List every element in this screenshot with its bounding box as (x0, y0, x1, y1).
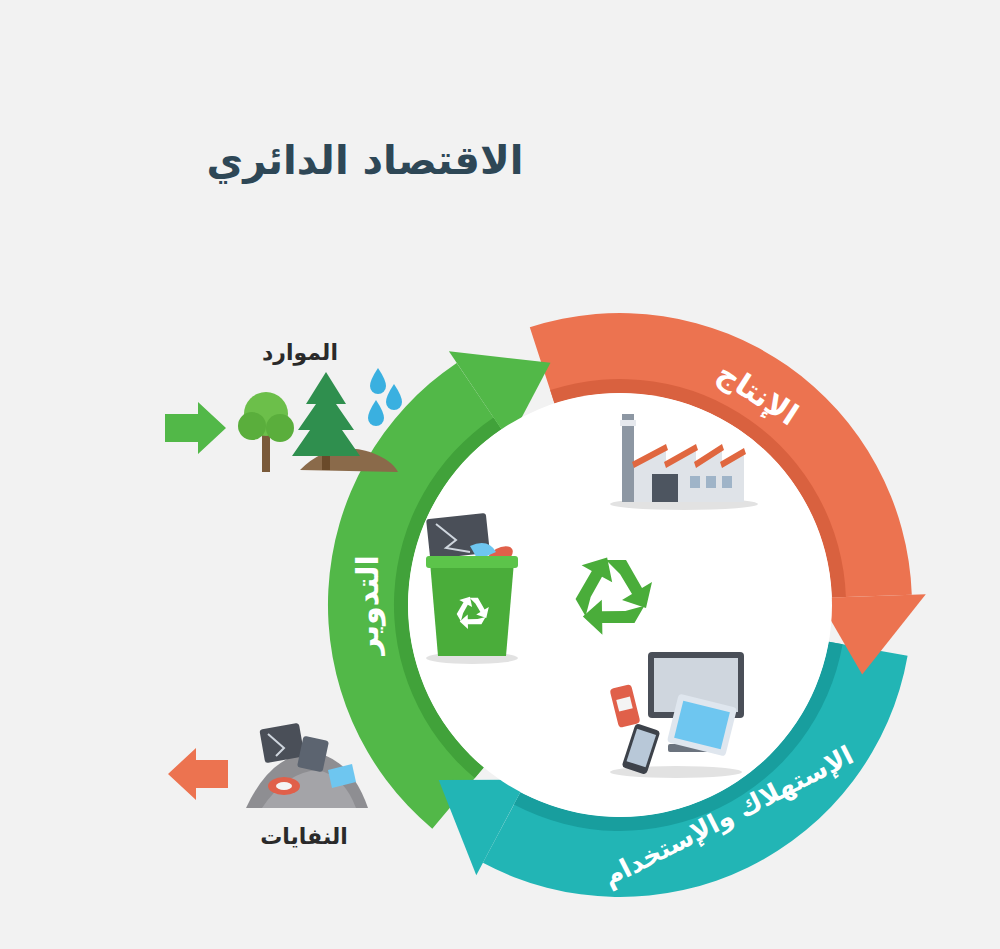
cycle-stage: الإنتاج (704, 349, 811, 438)
cycle-arrow (818, 594, 926, 674)
stage-label: الإنتاج (710, 354, 804, 433)
side-label: الموارد (262, 340, 338, 365)
waste-picture (246, 723, 368, 808)
output-arrow (168, 748, 228, 800)
recycle-bin-picture (426, 513, 518, 664)
stage-label: التدوير (350, 555, 386, 655)
cycle-arrow (439, 780, 527, 875)
devices-picture (609, 652, 744, 778)
side-label: النفايات (260, 824, 348, 849)
input-arrow (165, 402, 226, 454)
cycle-stage: الإستهلاك والإستخدام (591, 736, 864, 898)
diagram-title: الاقتصاد الدائري (206, 137, 523, 183)
stage-label: الإستهلاك والإستخدام (598, 740, 859, 893)
cycle-stage: التدوير (348, 549, 388, 661)
factory-picture (610, 414, 758, 510)
inner-disc (408, 393, 832, 817)
recycle-symbol (563, 552, 652, 645)
resources-picture (238, 368, 402, 472)
